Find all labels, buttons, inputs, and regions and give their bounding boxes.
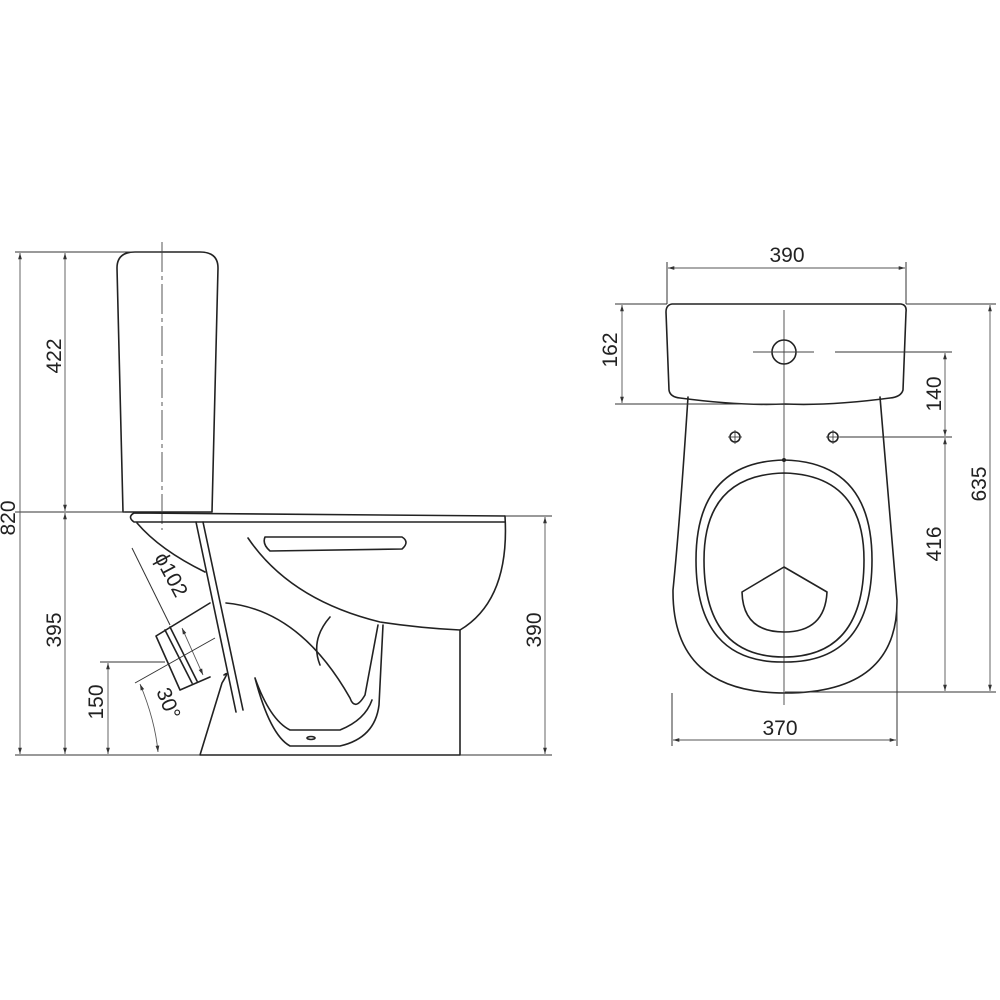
- bowl-inner-curve: [247, 537, 461, 631]
- outlet-spigot: [155, 602, 211, 691]
- flush-pipe: [195, 521, 244, 713]
- cistern-front: [665, 303, 907, 406]
- seat-outer: [695, 459, 873, 663]
- front-dimensions: 390 370 162 140 416 635: [599, 244, 996, 746]
- seat-inner: [703, 472, 865, 658]
- dim-bowl-width: 370: [762, 717, 797, 740]
- bowl-outline: [672, 396, 898, 694]
- cistern-side: [116, 251, 219, 513]
- side-view: 820 422 395 150 390 ϕ102 30°: [0, 242, 552, 756]
- side-dimensions: 820 422 395 150 390 ϕ102 30°: [0, 251, 552, 756]
- inlet-curve: [136, 522, 206, 573]
- dim-tank-height: 422: [43, 338, 66, 373]
- bowl-body: [199, 515, 507, 756]
- dim-total-depth: 635: [968, 466, 991, 501]
- trap-passage: [225, 602, 384, 747]
- dim-holes-to-front: 416: [923, 526, 946, 561]
- dim-outlet-diameter: ϕ102: [150, 549, 192, 601]
- rim-channel: [263, 536, 407, 552]
- bowl-water-area: [741, 566, 828, 633]
- dim-total-height: 820: [0, 500, 20, 535]
- dim-tank-width: 390: [769, 244, 804, 267]
- front-view: 390 370 162 140 416 635: [599, 244, 996, 746]
- mounting-hole-left: [728, 430, 742, 444]
- seat-plate: [129, 512, 506, 523]
- trap-arc: [315, 616, 331, 666]
- dim-button-to-holes: 140: [923, 376, 946, 411]
- dim-outlet-height: 150: [85, 684, 108, 719]
- dim-rim-height: 390: [523, 612, 546, 647]
- dim-bowl-height: 395: [43, 612, 66, 647]
- dim-tank-front-height: 162: [599, 332, 622, 367]
- mounting-hole-right: [826, 430, 840, 444]
- drain-mark: [306, 735, 316, 741]
